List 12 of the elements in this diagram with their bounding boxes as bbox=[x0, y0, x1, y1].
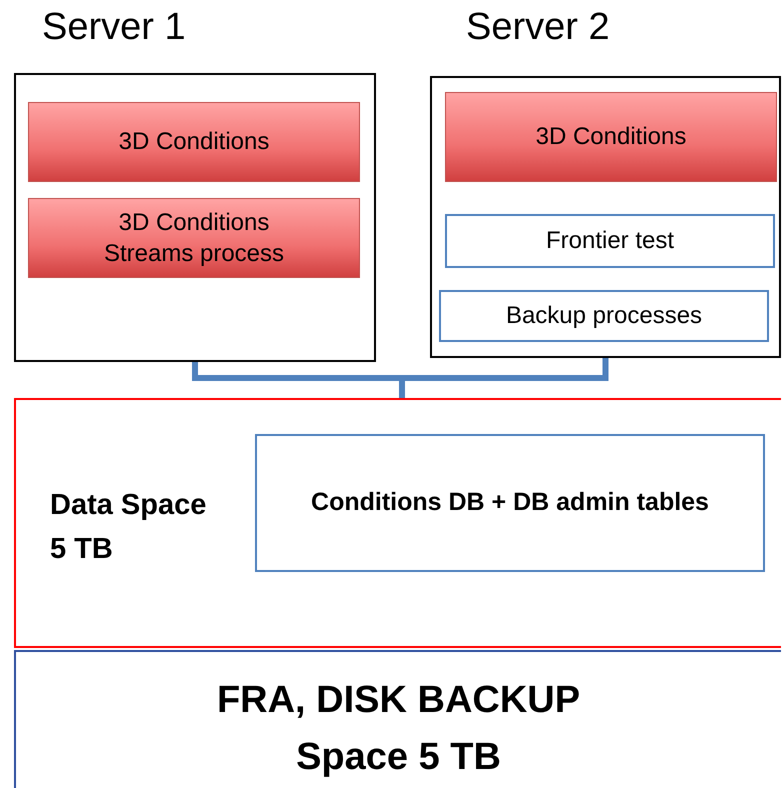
process-box: Backup processes bbox=[439, 290, 769, 342]
storage-band bbox=[14, 398, 781, 648]
backup-label: FRA, DISK BACKUP Space 5 TB bbox=[216, 678, 582, 780]
process-box: Frontier test bbox=[445, 214, 775, 268]
server-heading: Server 1 bbox=[42, 6, 186, 49]
process-box: 3D Conditions Streams process bbox=[28, 198, 360, 278]
database-box: Conditions DB + DB admin tables bbox=[255, 434, 765, 572]
server-heading: Server 2 bbox=[466, 6, 610, 49]
backup-band bbox=[14, 650, 781, 788]
process-box: 3D Conditions bbox=[28, 102, 360, 182]
process-box: 3D Conditions bbox=[445, 92, 777, 182]
storage-label: Data Space 5 TB bbox=[50, 488, 208, 566]
